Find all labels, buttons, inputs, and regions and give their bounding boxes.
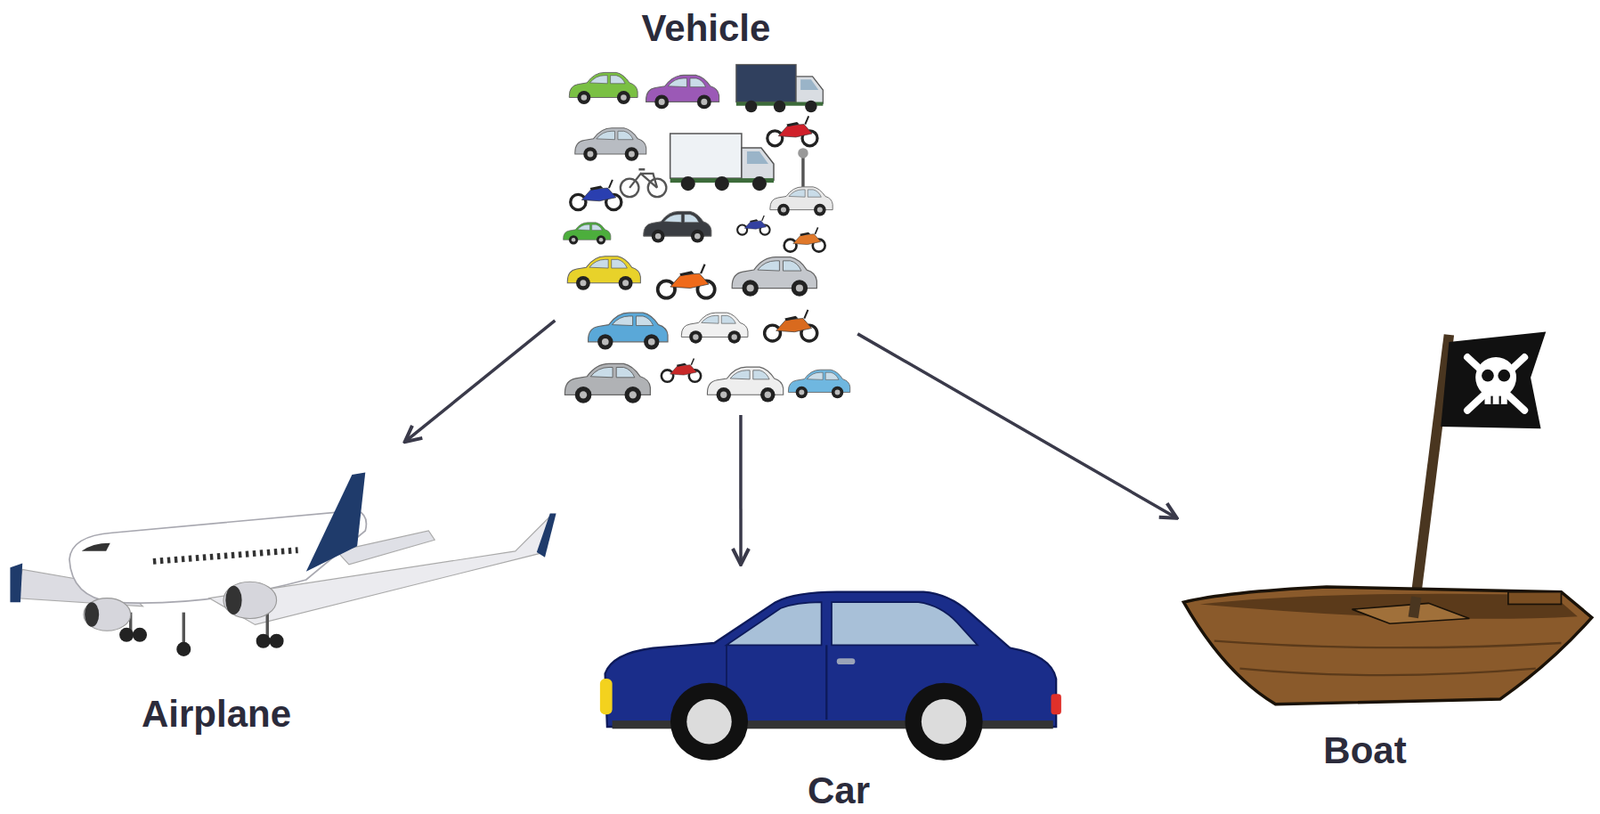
boat-drawing — [1183, 331, 1592, 704]
arrow-connector — [405, 320, 556, 442]
vehicle-node: Vehicle — [559, 7, 853, 410]
node-label: Airplane — [141, 692, 292, 736]
vehicle-node: Airplane — [9, 445, 557, 736]
arrow-connector — [857, 333, 1178, 519]
node-label: Car — [807, 769, 870, 813]
node-label: Vehicle — [641, 7, 772, 50]
vehicle-node: Car — [600, 569, 1062, 813]
node-label: Boat — [1323, 729, 1406, 772]
vehicle-collage — [563, 64, 851, 404]
arrow-connector — [739, 414, 743, 565]
car-drawing — [600, 592, 1062, 761]
vehicle-node: Boat — [1181, 331, 1593, 772]
airplane-drawing — [9, 472, 556, 657]
bicycle — [620, 169, 667, 197]
